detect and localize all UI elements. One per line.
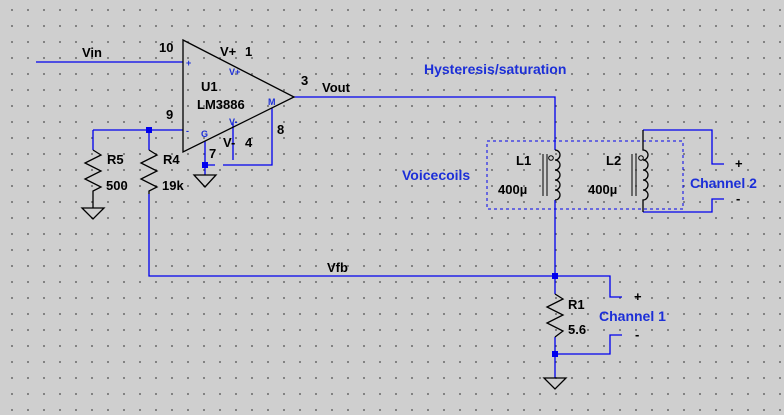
pin-label-1: 1 xyxy=(245,44,252,59)
l1-coil xyxy=(554,149,561,201)
pin-label-3: 3 xyxy=(301,73,308,88)
opamp-lm3886[interactable]: + - G M V+ V- xyxy=(182,38,296,154)
l1-value: 400µ xyxy=(498,182,527,197)
resistor-r5[interactable] xyxy=(80,149,106,220)
r5-name: R5 xyxy=(107,152,124,167)
r4-name: R4 xyxy=(163,152,180,167)
inductor-l1[interactable] xyxy=(542,149,561,201)
pin-label-4: 4 xyxy=(245,135,253,150)
l1-name: L1 xyxy=(516,153,531,168)
net-label-vin: Vin xyxy=(82,45,102,60)
r5-value: 500 xyxy=(106,178,128,193)
pin-label-10: 10 xyxy=(159,40,173,55)
l1-dot xyxy=(548,155,554,161)
wire-ch2-plus[interactable] xyxy=(643,129,724,165)
wire-ch2-minus[interactable] xyxy=(643,198,724,213)
opamp-model: LM3886 xyxy=(197,97,245,112)
ch2-minus-sign: - xyxy=(736,191,740,206)
wire-vfb[interactable] xyxy=(148,194,555,277)
annotation-channel-2: Channel 2 xyxy=(690,175,757,191)
pin-label-vminus: V- xyxy=(223,135,235,150)
opamp-g-glyph: G xyxy=(201,129,208,139)
net-label-vout: Vout xyxy=(322,80,351,95)
junction-r1-bottom xyxy=(552,351,558,357)
opamp-m-glyph: M xyxy=(268,97,276,107)
net-label-vfb: Vfb xyxy=(327,260,348,275)
pin-label-9: 9 xyxy=(166,107,173,122)
opamp-plus-glyph: + xyxy=(186,58,191,68)
resistor-r4[interactable] xyxy=(139,149,159,194)
wire-vout[interactable] xyxy=(294,96,556,150)
r1-value: 5.6 xyxy=(568,322,586,337)
annotation-voicecoils: Voicecoils xyxy=(402,167,470,183)
wire-mute[interactable] xyxy=(223,108,273,166)
annotation-channel-1: Channel 1 xyxy=(599,308,666,324)
ch1-minus-sign: - xyxy=(635,327,639,342)
wires xyxy=(36,61,724,378)
r1-zigzag xyxy=(545,293,565,338)
junction-vfb xyxy=(552,273,558,279)
r5-ground-icon xyxy=(80,207,106,220)
l2-coil xyxy=(642,130,649,212)
inductor-l2[interactable] xyxy=(631,130,649,212)
opamp-minus-glyph: - xyxy=(186,126,189,136)
resistor-r1[interactable] xyxy=(542,293,568,390)
junction-r4 xyxy=(146,127,152,133)
r4-value: 19k xyxy=(162,178,184,193)
ch2-plus-sign: + xyxy=(735,156,743,171)
pin-label-8: 8 xyxy=(277,122,284,137)
wire-ch1-minus[interactable] xyxy=(555,334,622,355)
junctions xyxy=(146,127,558,357)
r5-zigzag xyxy=(83,149,103,208)
opamp-vminus-glyph: V- xyxy=(229,117,238,127)
junction-gnd-pin xyxy=(202,162,208,168)
l2-dot xyxy=(638,155,644,161)
l2-core xyxy=(631,154,637,196)
r1-ground-icon xyxy=(542,377,568,390)
l1-core xyxy=(542,154,548,196)
annotation-hysteresis: Hysteresis/saturation xyxy=(424,61,566,77)
ch1-plus-sign: + xyxy=(634,289,642,304)
r1-name: R1 xyxy=(568,297,585,312)
pin-label-7: 7 xyxy=(209,146,216,161)
opamp-vplus-glyph: V+ xyxy=(229,67,240,77)
l2-name: L2 xyxy=(606,153,621,168)
pin-label-vplus: V+ xyxy=(220,44,237,59)
opamp-triangle xyxy=(182,38,296,154)
opamp-ground-icon xyxy=(192,174,218,188)
opamp-name: U1 xyxy=(201,79,218,94)
voicecoil-coupling-box xyxy=(486,140,684,210)
r4-zigzag xyxy=(139,149,159,194)
wire-ch1-plus[interactable] xyxy=(555,275,622,298)
l2-value: 400µ xyxy=(588,182,617,197)
